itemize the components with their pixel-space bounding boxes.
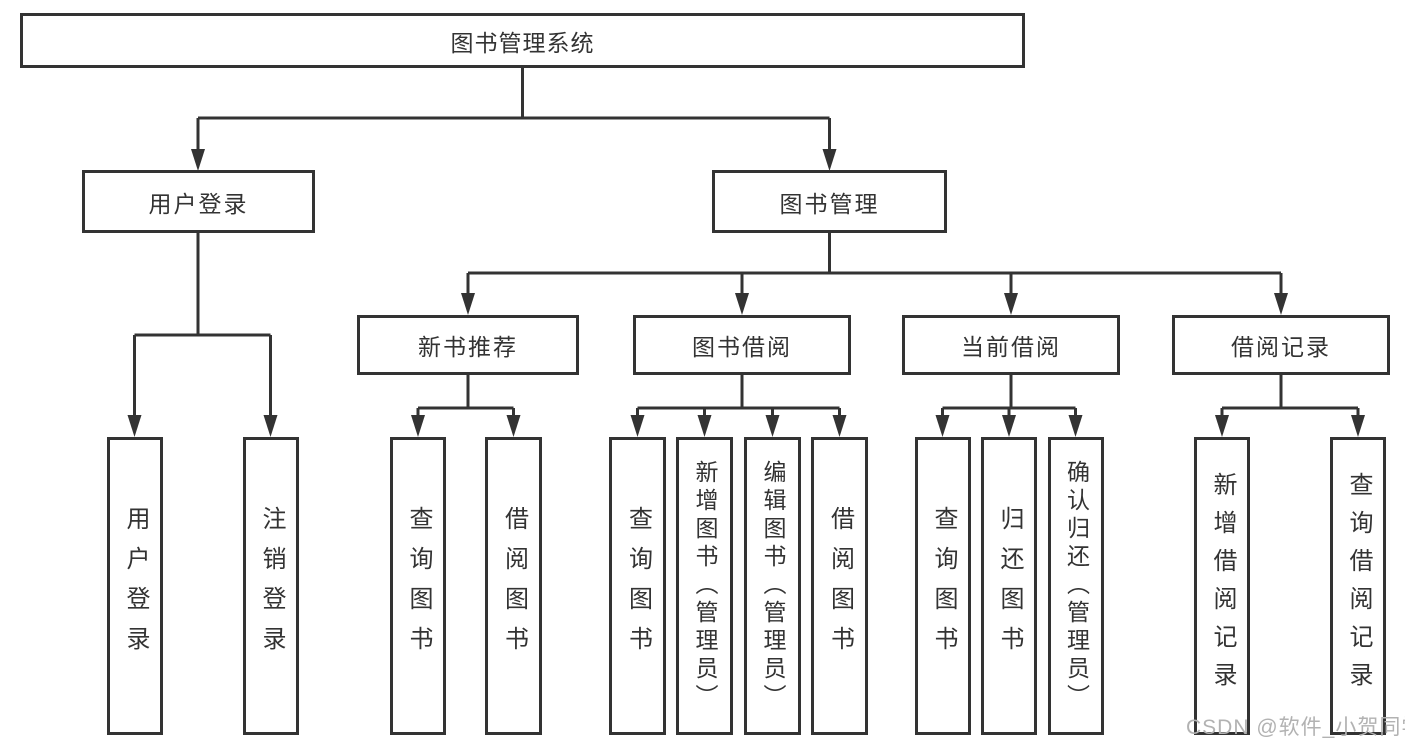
leaf-query-books-3: 查询图书 — [915, 437, 971, 735]
node-book-borrowing: 图书借阅 — [633, 315, 851, 375]
csdn-watermark: CSDN @软件_小贺同学 — [1186, 716, 1405, 739]
node-book-management: 图书管理 — [712, 170, 947, 233]
leaf-add-borrow-record-label: 新增借阅记录 — [1209, 472, 1236, 700]
leaf-user-login-label: 用户登录 — [122, 506, 149, 666]
leaf-confirm-return-admin: 确认归还（管理员） — [1048, 437, 1104, 735]
leaf-borrow-books-2-label: 借阅图书 — [826, 506, 854, 666]
leaf-edit-books-admin-label: 编辑图书（管理员） — [760, 460, 786, 712]
leaf-return-books: 归还图书 — [981, 437, 1037, 735]
leaf-query-books-1: 查询图书 — [390, 437, 446, 735]
node-new-book-recommendation: 新书推荐 — [357, 315, 579, 375]
leaf-logout-login-label: 注销登录 — [258, 506, 285, 666]
leaf-logout-login: 注销登录 — [243, 437, 299, 735]
leaf-user-login: 用户登录 — [107, 437, 163, 735]
leaf-query-borrow-record: 查询借阅记录 — [1330, 437, 1386, 735]
leaf-edit-books-admin: 编辑图书（管理员） — [744, 437, 801, 735]
leaf-query-books-2-label: 查询图书 — [624, 506, 652, 666]
leaf-add-borrow-record: 新增借阅记录 — [1194, 437, 1250, 735]
leaf-confirm-return-admin-label: 确认归还（管理员） — [1063, 460, 1090, 712]
node-library-system: 图书管理系统 — [20, 13, 1025, 68]
leaf-query-books-3-label: 查询图书 — [930, 506, 957, 666]
leaf-borrow-books-2: 借阅图书 — [811, 437, 868, 735]
leaf-query-books-1-label: 查询图书 — [405, 506, 432, 666]
leaf-query-borrow-record-label: 查询借阅记录 — [1345, 472, 1372, 700]
node-current-borrowing: 当前借阅 — [902, 315, 1120, 375]
leaf-add-books-admin-label: 新增图书（管理员） — [692, 460, 718, 712]
leaf-borrow-books-1: 借阅图书 — [485, 437, 542, 735]
leaf-return-books-label: 归还图书 — [996, 506, 1023, 666]
leaf-borrow-books-1-label: 借阅图书 — [500, 506, 528, 666]
node-user-login: 用户登录 — [82, 170, 315, 233]
leaf-query-books-2: 查询图书 — [609, 437, 666, 735]
leaf-add-books-admin: 新增图书（管理员） — [676, 437, 733, 735]
node-borrowing-records: 借阅记录 — [1172, 315, 1390, 375]
